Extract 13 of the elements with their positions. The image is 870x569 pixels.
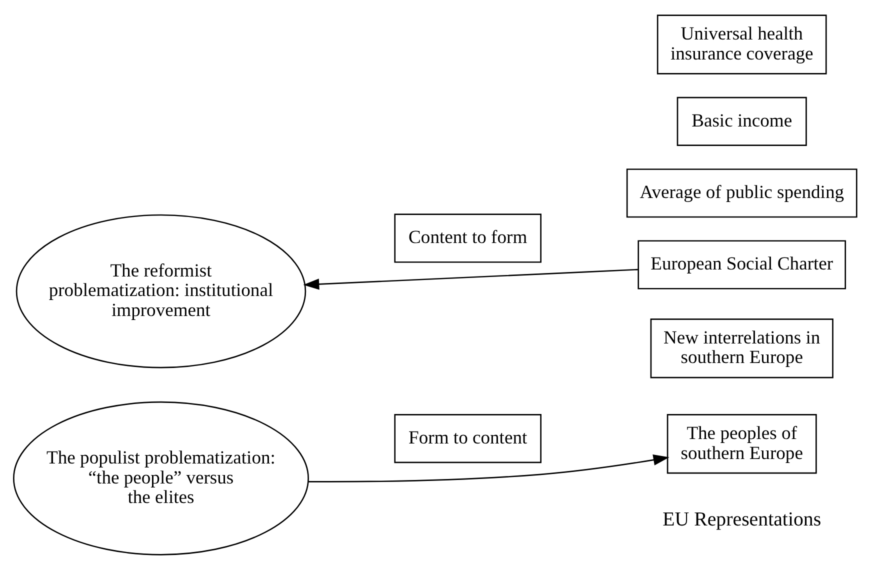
arrow [303,268,638,290]
node-box: New interrelations in southern Europe [650,318,834,378]
arrow [308,454,670,482]
node-ellipse: The populist problematization: “the people” versus the elites [13,400,309,555]
node-ellipse: The reformist problematization: institutional improvement [16,214,306,368]
node-box: The peoples of southern Europe [666,414,817,474]
node-box: European Social Charter [638,240,846,289]
node-box: Universal health insurance coverage [656,14,827,74]
label: EU Representations [662,508,822,530]
node-box: Form to content [394,414,542,463]
node-box: Basic income [676,96,807,146]
node-box: Average of public spending [626,168,858,218]
node-box: Content to form [394,213,542,262]
